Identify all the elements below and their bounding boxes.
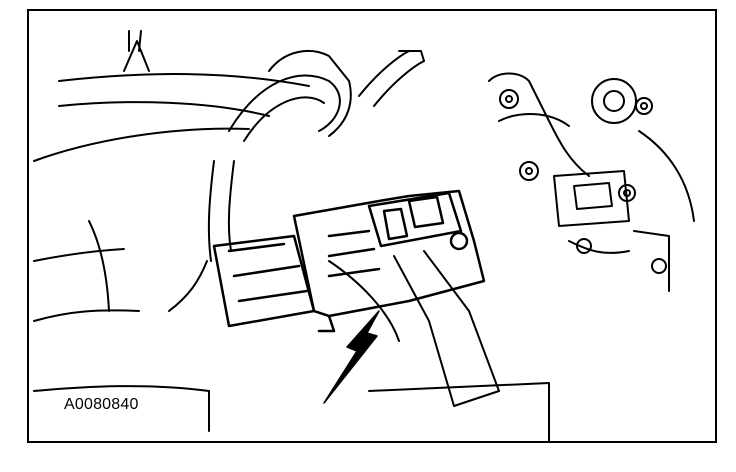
figure-label: A0080840 xyxy=(62,396,141,414)
connector-body xyxy=(212,189,486,333)
arrow-icon xyxy=(323,310,380,404)
technical-illustration xyxy=(33,30,695,441)
figure-frame: A0080840 xyxy=(27,9,717,443)
wiring-harness xyxy=(368,250,550,441)
alternator-bracket xyxy=(488,72,695,292)
hose-assembly xyxy=(168,50,425,312)
